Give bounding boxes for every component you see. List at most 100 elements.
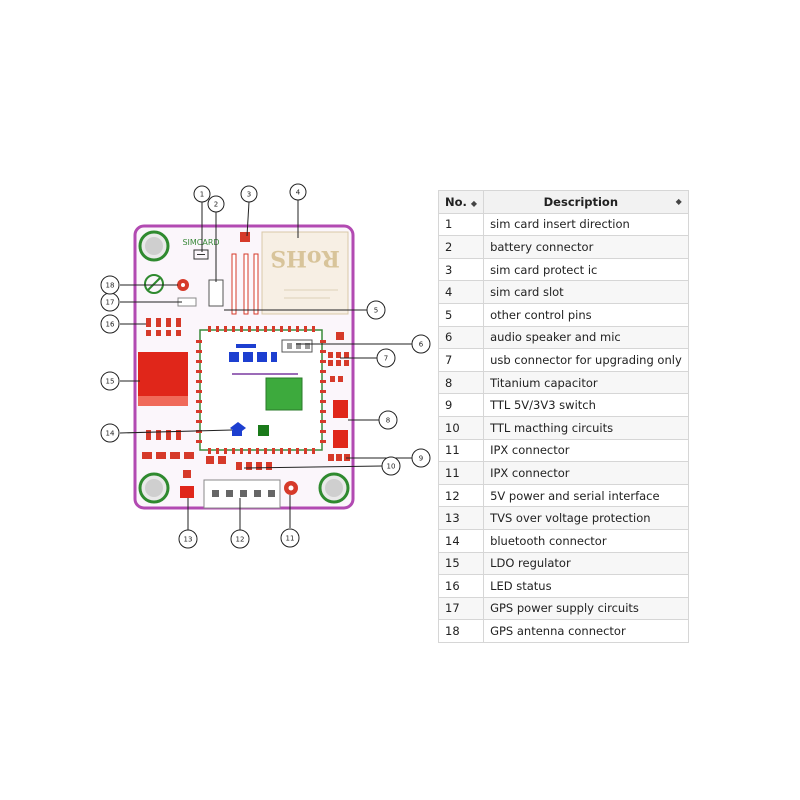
callout-5: 5	[366, 300, 386, 320]
mounting-hole-top-left	[138, 230, 170, 262]
sim-card-slot	[261, 231, 349, 315]
cell-description: IPX connector	[483, 438, 689, 463]
svg-text:1: 1	[200, 191, 204, 199]
svg-text:10: 10	[387, 463, 396, 471]
svg-text:2: 2	[214, 201, 218, 209]
usb-connector	[328, 332, 349, 366]
callout-9: 9	[411, 448, 431, 468]
svg-text:14: 14	[106, 430, 115, 438]
cell-no: 16	[437, 574, 485, 598]
cell-description: LDO regulator	[483, 551, 689, 576]
cell-description: TTL 5V/3V3 switch	[483, 393, 689, 417]
rohs-marking: RoHS	[270, 245, 340, 271]
callout-13: 13	[178, 529, 198, 549]
sort-icon[interactable]: ◆	[470, 198, 478, 208]
callout-10: 10	[381, 456, 401, 476]
cell-description: sim card slot	[483, 280, 689, 304]
cell-description: audio speaker and mic	[483, 325, 689, 350]
cell-description: Titanium capacitor	[483, 370, 689, 395]
callout-15: 15	[100, 371, 120, 391]
cell-description: GPS antenna connector	[483, 619, 689, 643]
cell-description: 5V power and serial interface	[483, 483, 689, 508]
audio-connector	[281, 339, 313, 353]
control-pins	[231, 253, 259, 315]
svg-text:9: 9	[419, 455, 423, 463]
sort-icon[interactable]: ◆	[675, 196, 682, 206]
cell-no: 7	[437, 348, 485, 372]
cell-no: 9	[437, 393, 485, 417]
callout-6: 6	[411, 334, 431, 354]
blue-components	[229, 344, 277, 362]
battery-connector	[208, 279, 224, 307]
module-pads-left	[196, 340, 202, 443]
cell-description: TTL macthing circuits	[483, 415, 689, 440]
cell-no: 2	[437, 235, 485, 259]
svg-text:12: 12	[236, 536, 245, 544]
cell-no: 6	[437, 325, 485, 350]
cell-description: TVS over voltage protection	[483, 506, 689, 530]
cell-no: 18	[437, 619, 485, 643]
board-diagram: RoHS SIMCARD	[100, 183, 431, 549]
svg-text:8: 8	[386, 417, 390, 425]
callout-12: 12	[230, 529, 250, 549]
bottom-left-pads	[142, 452, 194, 459]
cell-no: 14	[437, 528, 485, 553]
cell-description: GPS power supply circuits	[483, 596, 689, 621]
callout-leaders	[119, 200, 412, 530]
heatsink-chip	[265, 377, 303, 411]
svg-text:3: 3	[247, 191, 251, 199]
module-pads-right	[320, 340, 326, 443]
svg-text:7: 7	[384, 355, 388, 363]
cell-no: 17	[437, 596, 485, 621]
mounting-hole-bottom-right	[318, 472, 350, 504]
column-header-no[interactable]: No.◆	[437, 190, 485, 214]
callout-14: 14	[100, 423, 120, 443]
simcard-label: SIMCARD	[182, 238, 219, 247]
callout-8: 8	[378, 410, 398, 430]
callout-3: 3	[240, 185, 258, 203]
cell-no: 10	[437, 415, 485, 440]
column-header-no-label: No.	[445, 194, 467, 209]
power-serial-header	[203, 479, 281, 509]
module-pads-bottom	[208, 448, 315, 454]
svg-text:13: 13	[184, 536, 193, 544]
callout-4: 4	[289, 183, 307, 201]
cell-no: 13	[437, 506, 485, 530]
callout-1: 1	[193, 185, 211, 203]
table-header-row: No.◆ Description◆	[437, 190, 689, 214]
led-status-group	[146, 318, 181, 336]
mounting-hole-bottom-left	[138, 472, 170, 504]
module-pads-top	[208, 326, 315, 332]
ttl-matching-circuit	[206, 456, 272, 470]
cell-no: 15	[437, 551, 485, 576]
callout-2: 2	[207, 195, 225, 213]
sim-protect-ic	[240, 232, 250, 242]
column-header-description-label: Description	[543, 194, 619, 209]
svg-text:16: 16	[106, 321, 115, 329]
cell-no: 3	[437, 257, 485, 282]
column-header-description[interactable]: Description ◆	[483, 190, 689, 214]
tvs-protection	[180, 486, 194, 498]
callout-17: 17	[100, 292, 120, 312]
cell-no: 11	[437, 438, 485, 463]
